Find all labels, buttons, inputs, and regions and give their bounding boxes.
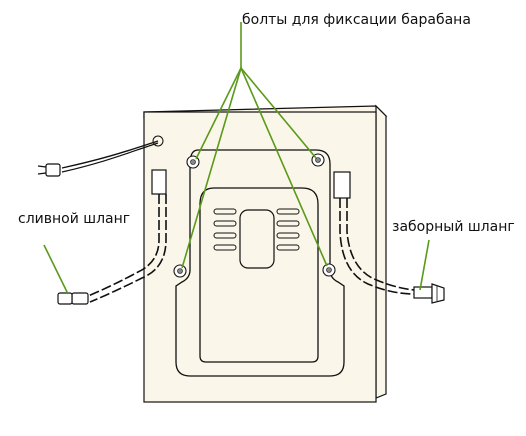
- inlet-hose-label: заборный шланг: [392, 219, 515, 235]
- drain-hose: [57, 169, 167, 305]
- machine-side-panel: [375, 104, 387, 399]
- inlet-hose-connector-icon: [413, 283, 445, 304]
- cord-grommet: [152, 135, 164, 147]
- drum-bolts-label: болты для фиксации барабана: [242, 12, 471, 28]
- leader-lines: [43, 22, 430, 295]
- inlet-hose: [333, 171, 445, 304]
- service-hatch: [239, 209, 275, 269]
- power-cord: [37, 135, 164, 177]
- inlet-hose-bracket: [333, 171, 351, 199]
- hose-connector-icon: [57, 292, 89, 305]
- inner-rear-panel: [199, 187, 319, 363]
- vent-slots: [213, 208, 300, 251]
- drain-hose-label: сливной шланг: [18, 211, 130, 227]
- drain-hose-bracket: [151, 169, 167, 195]
- power-plug-icon: [37, 163, 61, 177]
